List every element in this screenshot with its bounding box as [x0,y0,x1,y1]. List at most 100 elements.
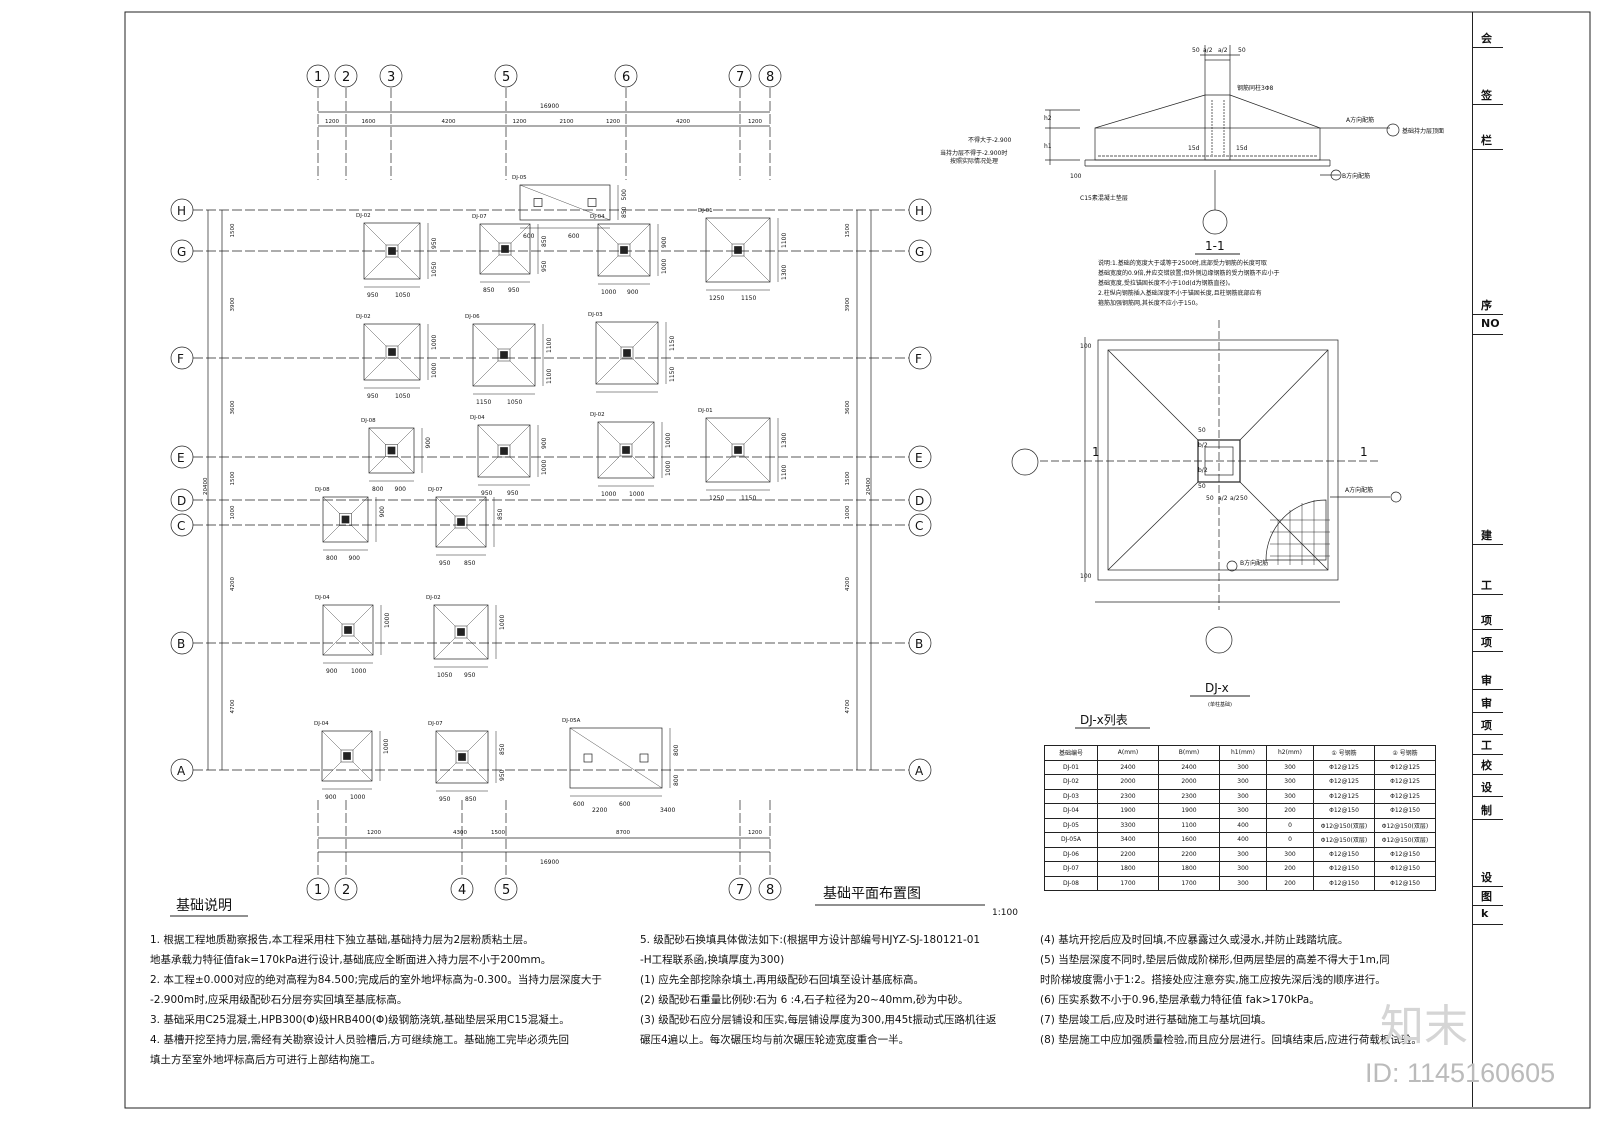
footing-dim: 850 [464,560,476,567]
axis-label-left: F [177,352,184,366]
section-note: 说明:1.基础的宽度大于或等于2500时,底部受力钢筋的长度可取 [1098,259,1267,267]
djx-label: B方向配筋 [1240,559,1268,567]
table-cell: 1900 [1097,803,1159,819]
notes-col-2: 5. 级配砂石换填具体做法如下:(根据甲方设计部编号HJYZ-SJ-180121… [640,930,996,1050]
footing-slope [705,255,733,283]
footing-slope [351,496,369,514]
footing-label: DJ-01 [698,208,713,214]
table-cell: 300 [1219,774,1267,790]
footing-dim: 950 [439,796,451,803]
footing-outline [472,323,536,387]
footing-label: DJ-05A [562,718,581,724]
axis-label-bottom: 2 [342,883,350,898]
footing-dim: 1000 [383,739,390,754]
footing-slope [368,456,386,474]
title-block-rule [1473,886,1503,887]
footing-slope [466,604,489,627]
footing-slope [597,421,621,445]
table-cell: 400 [1219,817,1267,833]
footing-slope [322,635,343,656]
dim-right: 4700 [845,699,851,713]
footing-label: DJ-04 [315,595,330,601]
footing-dim: 850 [483,287,495,294]
table-cell: DJ-08 [1044,875,1098,891]
axis-bubble-top [334,64,358,88]
axis-bubble-top [379,64,403,88]
section-label: h2 [1044,115,1052,122]
title-block-rule [1473,796,1503,797]
footing-label: DJ-02 [356,314,371,320]
footing-dim: 950 [439,560,451,567]
footing-dim: 900 [379,506,386,518]
table-cell: 300 [1266,846,1314,862]
section-label: 100 [1070,173,1082,180]
title-block-rule [1473,544,1503,545]
axis-label-top: 6 [622,70,630,85]
pedestal [339,513,352,526]
axis-bubble-top [758,64,782,88]
footing-outline [322,496,369,543]
table-cell: Φ12@150 [1313,846,1375,862]
footing-dim: 1150 [669,336,676,351]
footing-outline [479,223,531,275]
title-block-cell: 校 [1481,759,1492,772]
table-cell: DJ-06 [1044,846,1098,862]
section-label: h1 [1044,143,1052,150]
title-block-cell: 审 [1481,697,1492,710]
pedestal [454,625,468,639]
axis-label-right: G [915,245,924,259]
dj05a-dim: 2200 [592,807,607,814]
note-line: 5. 级配砂石换填具体做法如下:(根据甲方设计部编号HJYZ-SJ-180121… [640,934,981,946]
pedestal [731,243,745,257]
column [639,753,649,763]
dim-bottom: 8700 [616,830,630,836]
footing-dim: 950 [431,237,438,249]
dim-top: 1200 [606,119,620,125]
table-cell: DJ-04 [1044,803,1098,819]
footing-slope [321,730,342,751]
footing-dim: 950 [464,672,476,679]
footing-dim: 1050 [395,393,410,400]
table-cell: Φ12@150 [1313,875,1375,891]
section-note: 基础宽度的0.9倍,并应交错放置;但外侧边缘钢筋的受力钢筋不应小于 [1098,269,1279,277]
table-header-cell: h1(mm) [1219,745,1267,761]
footing-slope [321,761,342,782]
section-label: 当持力层不得于-2.900时 [940,149,1007,157]
dj05a-dim: 3400 [660,807,675,814]
footing-slope [509,323,536,350]
djx-label: 1 [1092,445,1100,459]
axis-bubble-top [614,64,638,88]
section-label: 不得大于-2.900 [968,136,1012,144]
footing-slope [433,637,456,660]
table-cell: DJ-05 [1044,817,1098,833]
axis-bubble-bottom [494,877,518,901]
footing-slope [477,456,499,478]
footing-slope [472,323,499,350]
pedestal [341,623,355,637]
footing-outline [435,496,487,548]
table-cell: 1900 [1158,803,1220,819]
dj-x-plan [1011,320,1402,654]
notes-title: 基础说明 [176,897,232,914]
title-block-rule [1473,754,1503,755]
footing-dim: 1250 [709,495,724,502]
note-line: -H工程联系函,换填厚度为300) [640,954,785,966]
pedestal [497,348,511,362]
footing-slope [629,255,651,277]
djx-label: b/2 [1198,442,1208,449]
table-cell: Φ12@125 [1374,774,1436,790]
column [533,198,543,207]
footing-slope [597,455,621,479]
footing-dim: 1050 [437,672,452,679]
note-line: 填土方至室外地坪标高后方可进行上部结构施工。 [150,1054,381,1066]
dim-left: 3900 [230,297,236,311]
table-cell: 1100 [1158,817,1220,833]
note-line: (4) 基坑开挖后应及时回填,不应暴露过久或浸水,并防止践踏坑底。 [1040,934,1349,946]
djx-title: DJ-x [1205,681,1229,695]
footing-slope [368,427,386,445]
footing-slope [322,496,340,514]
pedestal [619,443,633,457]
axis-label-left: G [177,245,186,259]
section-label: 按照实际情况处理 [950,157,998,165]
